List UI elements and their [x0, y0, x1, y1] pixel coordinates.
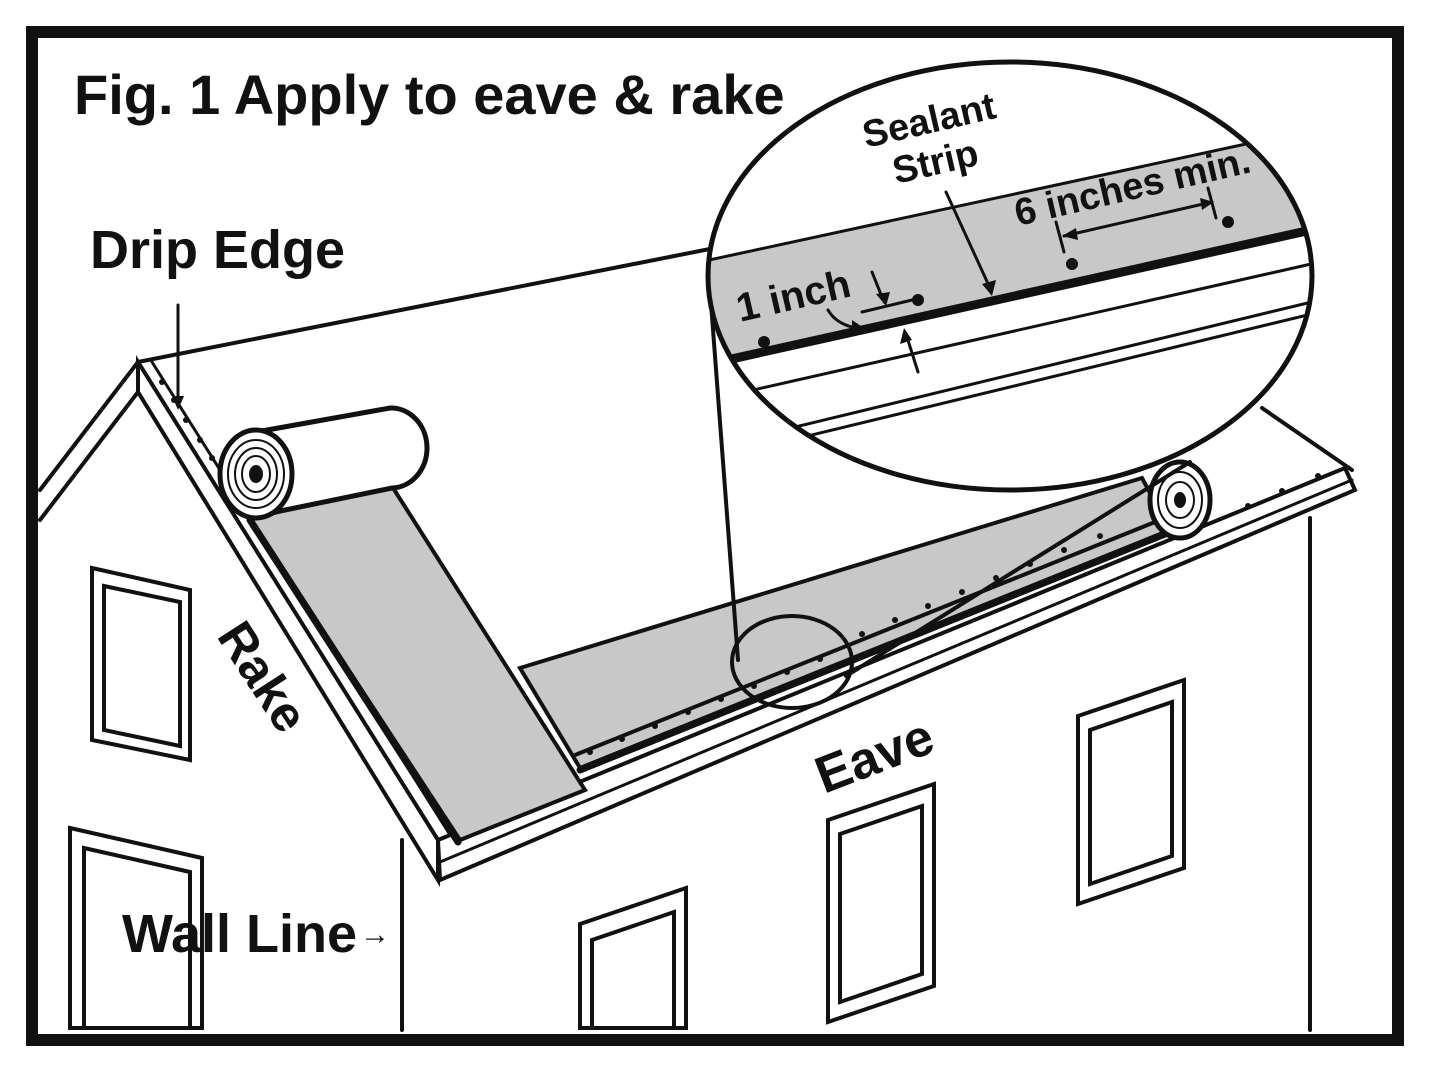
window-lower-middle: [578, 885, 688, 1030]
magnifier-callout: [705, 59, 1315, 710]
magnified-nail-dots: [758, 216, 1234, 348]
eave-drip-edge: [435, 465, 1358, 883]
drip-edge-arrow: [172, 303, 184, 410]
wall-line-label: Wall Line: [122, 904, 357, 964]
rake-roll: [217, 405, 430, 521]
magnifier-connector-right: [844, 460, 1192, 678]
left-gable-wall: [38, 360, 140, 522]
sealant-arrow: [944, 190, 996, 296]
wall-line-arrow: →: [360, 918, 390, 951]
focus-circle: [730, 614, 854, 710]
magnifier-connector-left: [708, 288, 740, 662]
house: [38, 243, 1358, 1032]
eave-roll: [1147, 459, 1213, 541]
window-middle-upper: [826, 781, 936, 1025]
figure-title: Fig. 1 Apply to eave & rake: [74, 63, 785, 126]
six-inch-dimension: [1054, 186, 1218, 254]
magnified-drip-edge: [708, 228, 1312, 420]
window-right-upper: [1076, 677, 1186, 907]
one-inch-dimension: [826, 270, 920, 374]
roof-plane-outline: [136, 243, 1354, 472]
window-left-upper: [90, 565, 192, 763]
magnified-membrane: [708, 128, 1312, 366]
drip-edge-label: Drip Edge: [90, 220, 345, 280]
door-left-lower: [68, 825, 204, 1030]
